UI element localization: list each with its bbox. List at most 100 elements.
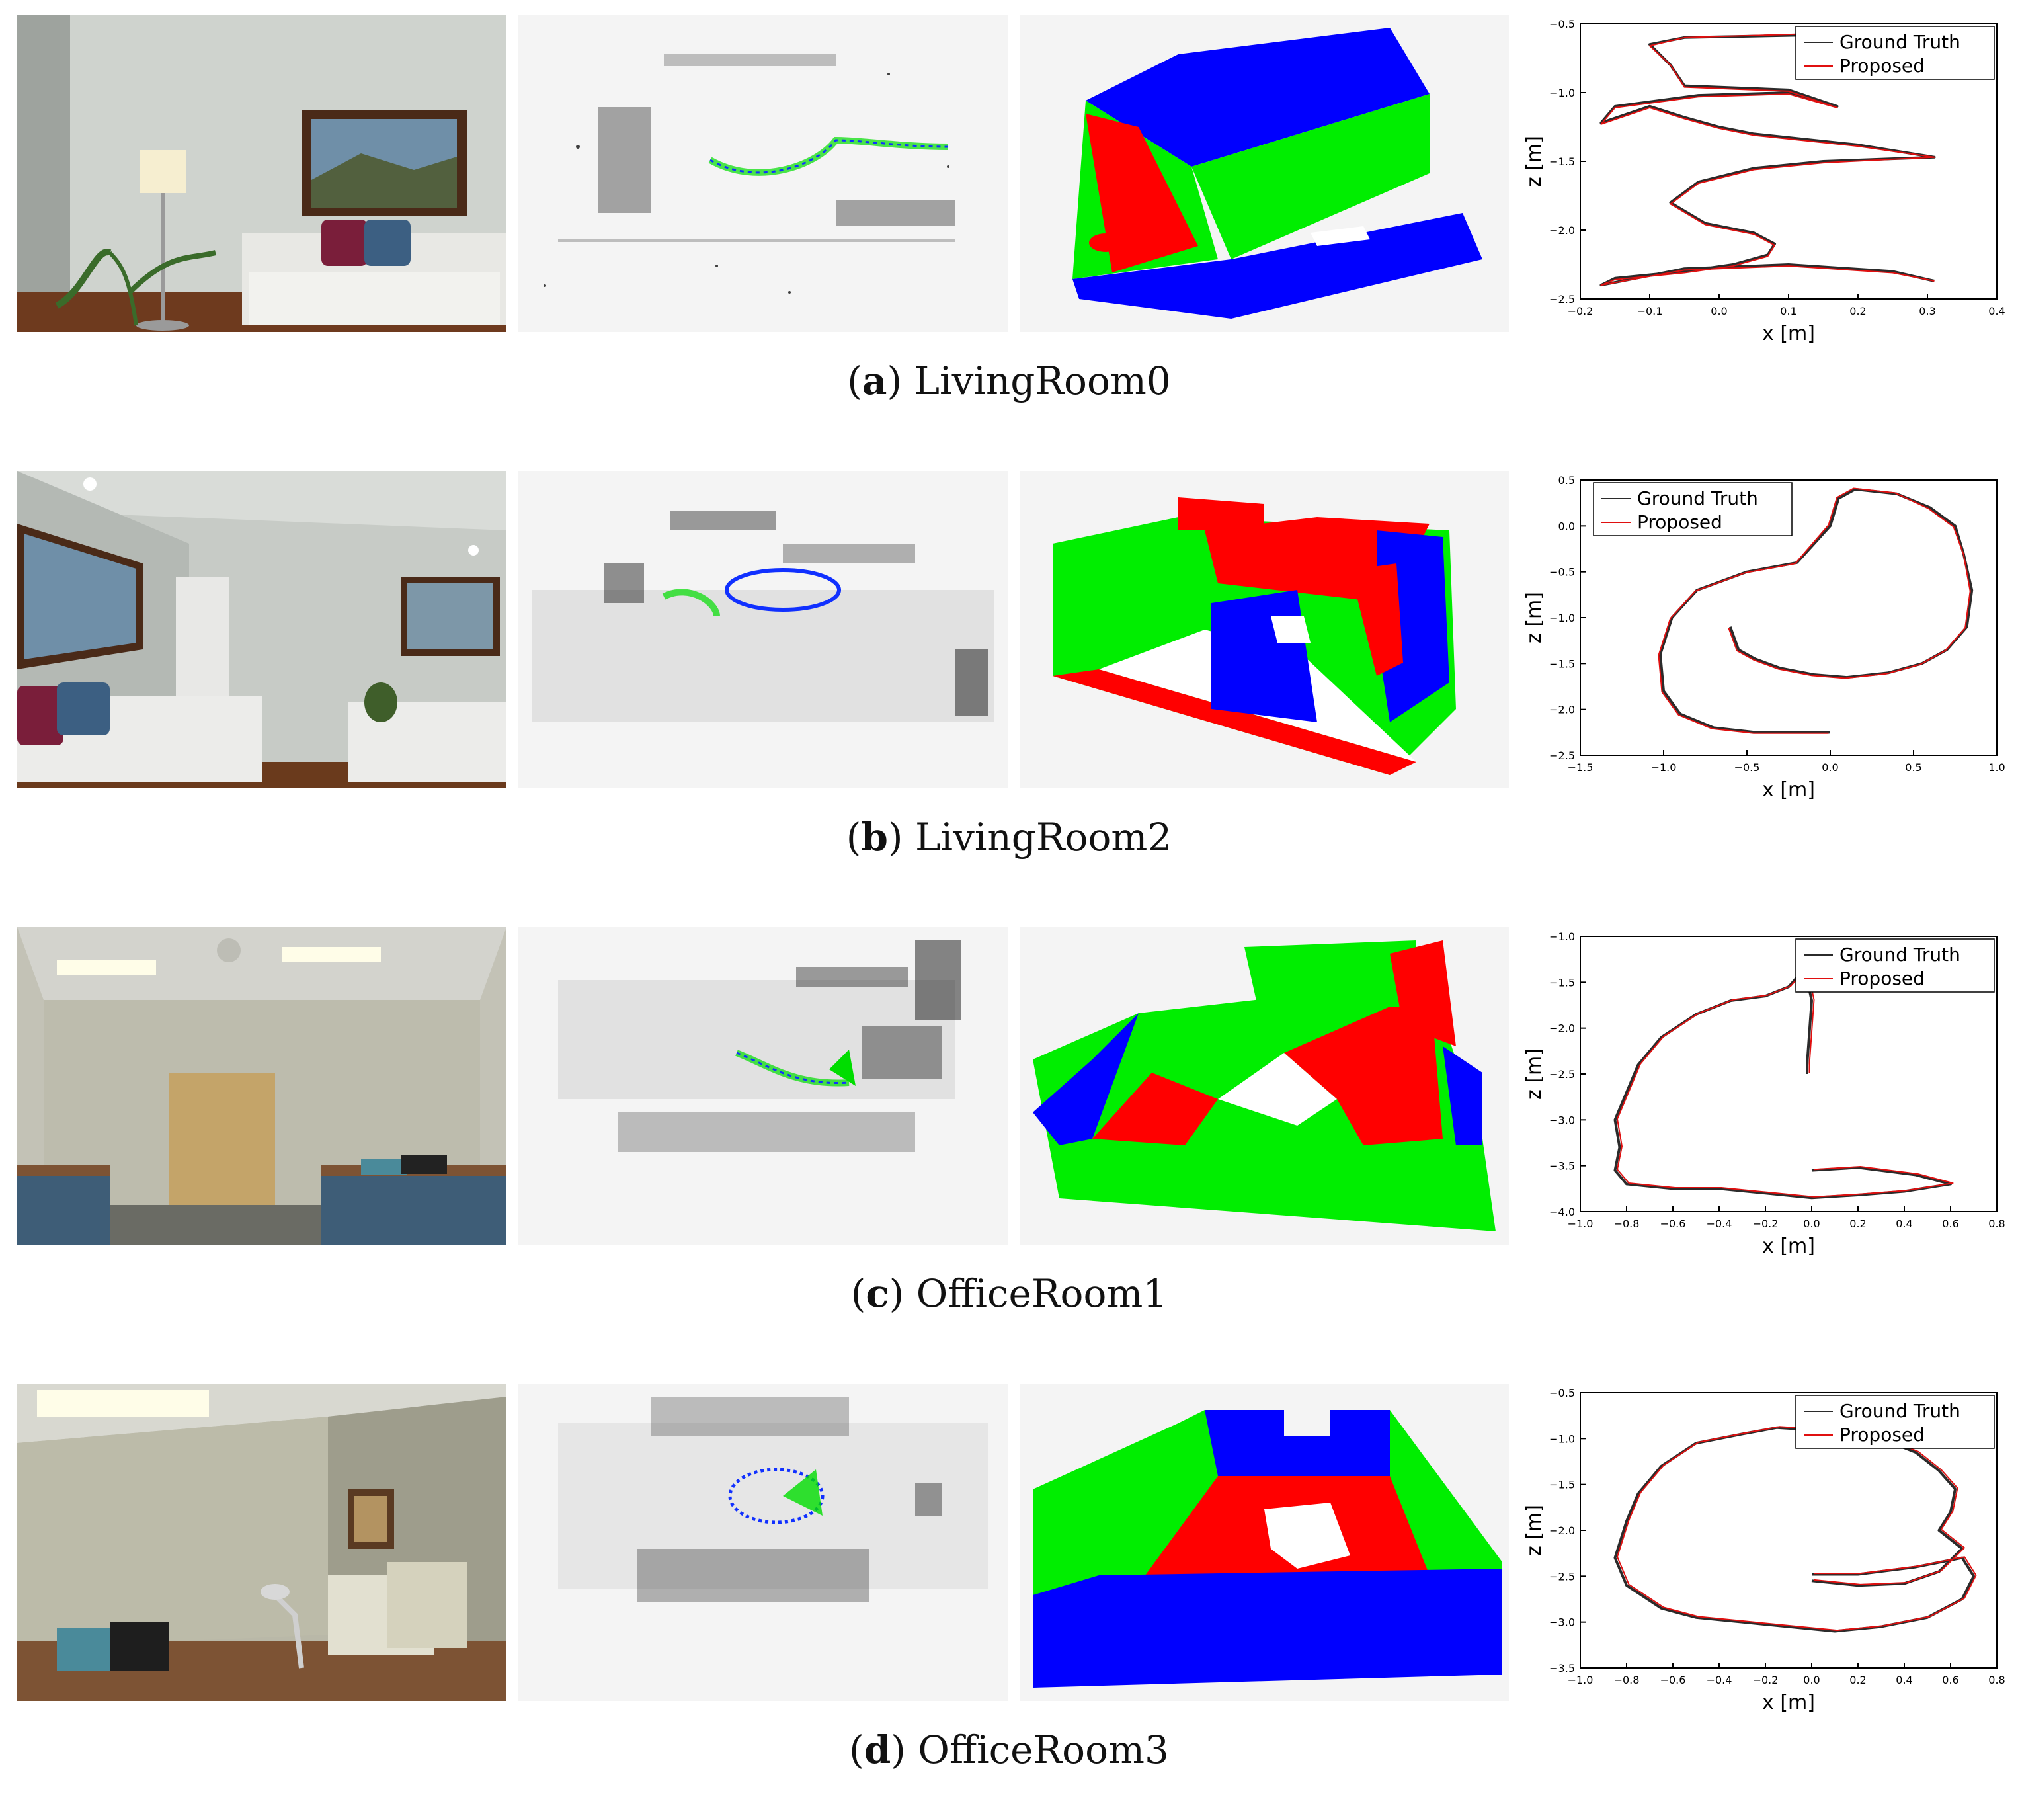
y-tick-label: −1.5 — [1549, 657, 1575, 670]
y-tick-label: −1.0 — [1549, 612, 1575, 624]
y-axis-label: z [m] — [1523, 1505, 1546, 1556]
x-tick-label: −0.8 — [1614, 1674, 1640, 1686]
caption-letter: c — [866, 1271, 889, 1316]
y-tick-label: −1.5 — [1549, 1479, 1575, 1491]
x-tick-label: 0.6 — [1942, 1218, 1958, 1230]
caption-open-paren: ( — [849, 1727, 864, 1772]
x-tick-label: 0.3 — [1919, 305, 1935, 317]
x-tick-label: −0.2 — [1753, 1218, 1779, 1230]
caption-name: LivingRoom0 — [914, 358, 1171, 403]
y-tick-label: −1.5 — [1549, 155, 1575, 168]
legend-box — [1795, 938, 1995, 993]
legend-box — [1593, 482, 1793, 536]
caption-name: LivingRoom2 — [915, 815, 1172, 860]
x-tick-label: −0.2 — [1568, 305, 1594, 317]
caption-letter: d — [864, 1727, 891, 1772]
x-tick-label: −1.0 — [1568, 1218, 1594, 1230]
scene-render-livingroom0 — [17, 15, 506, 332]
caption-letter: a — [862, 358, 887, 403]
y-axis-label: z [m] — [1523, 592, 1546, 643]
caption-name: OfficeRoom3 — [918, 1727, 1169, 1772]
x-tick-label: 0.4 — [1896, 1218, 1912, 1230]
x-tick-label: 0.6 — [1942, 1674, 1958, 1686]
x-tick-label: −1.0 — [1651, 761, 1677, 774]
x-tick-label: 0.8 — [1988, 1674, 2005, 1686]
legend-label: Proposed — [1839, 1424, 1925, 1446]
caption-close-paren: ) — [887, 815, 903, 860]
x-axis-label: x [m] — [1762, 1235, 1815, 1258]
caption-name: OfficeRoom1 — [916, 1271, 1168, 1316]
y-tick-label: −0.5 — [1549, 18, 1575, 30]
y-tick-label: −2.5 — [1549, 293, 1575, 306]
y-tick-label: −3.5 — [1549, 1662, 1575, 1675]
legend-label: Proposed — [1637, 511, 1722, 533]
plane-model-svg — [1033, 1403, 1502, 1688]
x-tick-label: 0.1 — [1780, 305, 1796, 317]
sparse-point-cloud-livingroom0 — [518, 15, 1008, 332]
x-axis-label: x [m] — [1762, 322, 1815, 345]
caption-close-paren: ) — [887, 358, 903, 403]
x-tick-label: 0.2 — [1849, 305, 1866, 317]
sparse-point-cloud-livingroom2 — [518, 471, 1008, 788]
plane-model-svg — [1053, 497, 1456, 775]
y-tick-label: −3.5 — [1549, 1160, 1575, 1173]
x-tick-label: 0.0 — [1822, 761, 1838, 774]
scene-render-officeroom1 — [17, 927, 506, 1245]
legend-box — [1795, 26, 1995, 80]
proposed-line — [1600, 32, 1935, 286]
legend-box — [1795, 1395, 1995, 1449]
y-tick-label: −0.5 — [1549, 1387, 1575, 1399]
caption-open-paren: ( — [846, 815, 862, 860]
y-tick-label: −2.5 — [1549, 1570, 1575, 1583]
caption-d: (d) OfficeRoom3 — [0, 1727, 2018, 1772]
legend-label: Ground Truth — [1839, 31, 1960, 53]
y-tick-label: −4.0 — [1549, 1206, 1575, 1218]
y-tick-label: −3.0 — [1549, 1616, 1575, 1629]
legend-label: Proposed — [1839, 968, 1925, 989]
caption-a: (a) LivingRoom0 — [0, 358, 2018, 403]
y-tick-label: −0.5 — [1549, 566, 1575, 579]
x-tick-label: 1.0 — [1988, 761, 2005, 774]
proposed-line — [1617, 1426, 1977, 1632]
x-axis-label: x [m] — [1762, 1691, 1815, 1714]
plane-model-officeroom1 — [1020, 927, 1509, 1245]
caption-b: (b) LivingRoom2 — [0, 815, 2018, 860]
caption-c: (c) OfficeRoom1 — [0, 1271, 2018, 1316]
y-tick-label: −2.0 — [1549, 1524, 1575, 1537]
x-axis-label: x [m] — [1762, 778, 1815, 802]
y-tick-label: −1.0 — [1549, 87, 1575, 99]
x-tick-label: 0.0 — [1803, 1218, 1820, 1230]
caption-open-paren: ( — [850, 1271, 866, 1316]
y-tick-label: −1.5 — [1549, 976, 1575, 989]
caption-open-paren: ( — [847, 358, 862, 403]
caption-close-paren: ) — [891, 1727, 906, 1772]
proposed-line — [1658, 487, 1971, 734]
plane-model-svg — [1072, 28, 1482, 319]
x-tick-label: −0.6 — [1660, 1674, 1686, 1686]
x-tick-label: −0.2 — [1753, 1674, 1779, 1686]
x-tick-label: −0.6 — [1660, 1218, 1686, 1230]
scene-render-officeroom3 — [17, 1384, 506, 1701]
y-axis-label: z [m] — [1523, 136, 1546, 187]
x-tick-label: −0.1 — [1637, 305, 1663, 317]
caption-close-paren: ) — [889, 1271, 905, 1316]
point-cloud-svg — [532, 511, 994, 722]
plane-model-svg — [1033, 940, 1496, 1231]
x-tick-label: 0.4 — [1896, 1674, 1912, 1686]
x-tick-label: −1.5 — [1568, 761, 1594, 774]
y-axis-label: z [m] — [1523, 1048, 1546, 1100]
x-tick-label: 0.4 — [1988, 305, 2005, 317]
x-tick-label: −0.8 — [1614, 1218, 1640, 1230]
scene-render-livingroom2 — [17, 471, 506, 788]
point-cloud-svg — [558, 1397, 988, 1602]
point-cloud-svg — [558, 940, 961, 1152]
y-tick-label: −2.5 — [1549, 1068, 1575, 1081]
proposed-line — [1617, 967, 1954, 1198]
